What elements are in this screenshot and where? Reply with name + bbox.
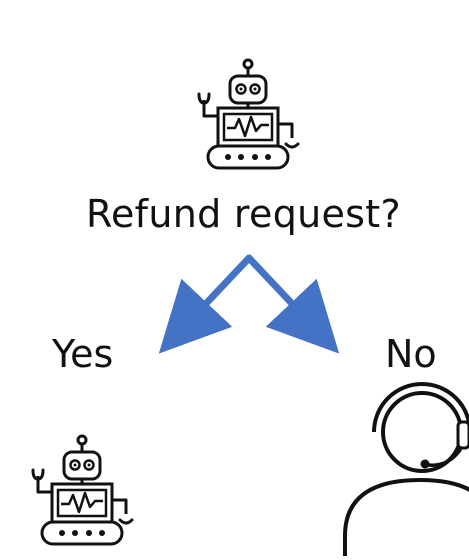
- yes-branch-arrow: [158, 254, 253, 354]
- no-label: No: [385, 332, 437, 376]
- top-robot-icon: [197, 58, 300, 170]
- question-label: Refund request?: [86, 192, 401, 236]
- no-branch-arrow: [245, 254, 340, 354]
- yes-label: Yes: [52, 332, 114, 376]
- agent-headset-icon: [343, 382, 469, 556]
- yes-robot-icon: [31, 434, 134, 546]
